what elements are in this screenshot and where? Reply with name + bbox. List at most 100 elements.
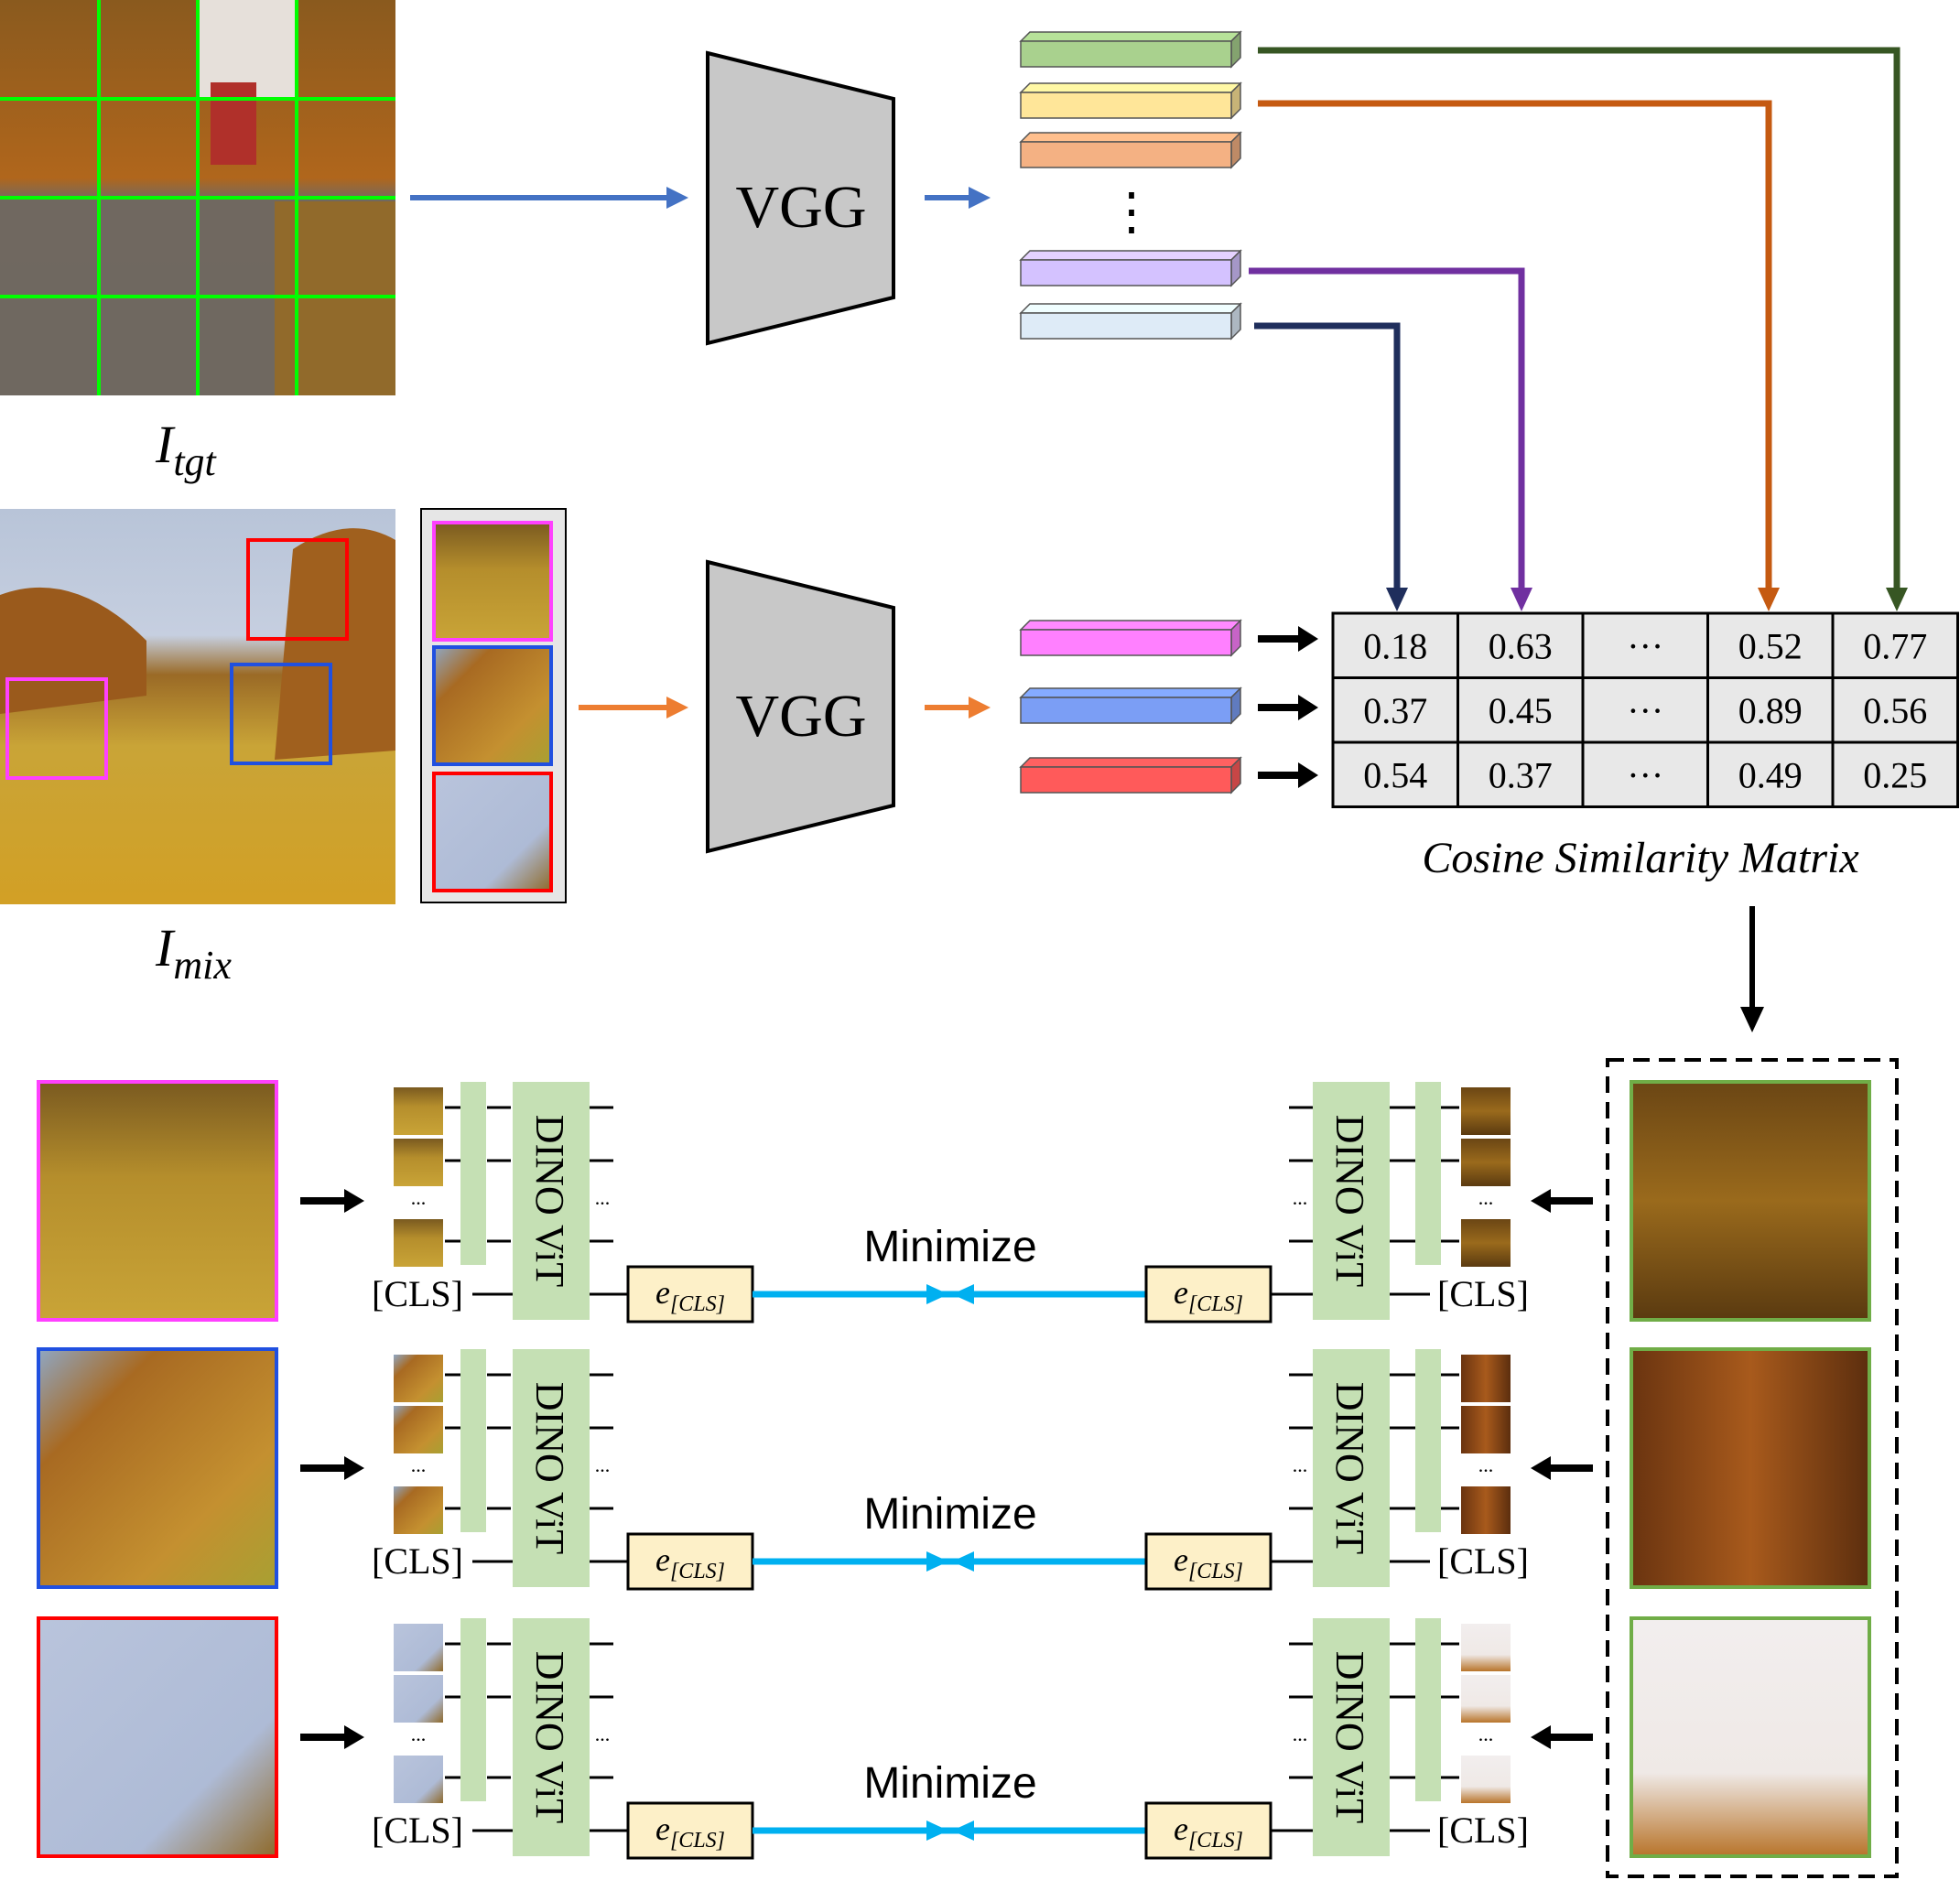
- matrix-cell: [1831, 676, 1959, 744]
- source-patch: [37, 1616, 278, 1858]
- grid-overlay: [0, 0, 395, 395]
- token-patch: [1461, 1624, 1511, 1671]
- dino-vit-label: DINO ViT: [527, 1115, 572, 1288]
- vgg-top-to-features-arrow: [925, 187, 991, 209]
- matrix-cell-value: 0.18: [1363, 625, 1427, 666]
- token-patch: [394, 1087, 443, 1135]
- target-image-label: Itgt: [155, 415, 218, 484]
- source-to-tokens-arrowhead: [344, 1725, 364, 1749]
- output-ellipsis: ...: [595, 1723, 611, 1745]
- patch-box-red: [246, 538, 349, 641]
- mix-feature-bars: [1019, 619, 1242, 794]
- minimize-label: Minimize: [863, 1759, 1036, 1808]
- target-to-tokens-arrow: [1547, 1197, 1593, 1205]
- matrix-cell-value: 0.89: [1738, 690, 1803, 731]
- matrix-cell: [1706, 676, 1835, 744]
- vgg-bottom-label: VGG: [736, 683, 867, 750]
- token-patch: [394, 1355, 443, 1402]
- dino-comparison-rows: ... DINO ViT... [CLS] e[CLS] Minimize e[CLS] D…: [37, 1080, 1871, 1860]
- matrix-to-patches-arrow: [1740, 906, 1764, 1032]
- selected-target-patch: [1630, 1080, 1871, 1322]
- patch-box-blue: [230, 663, 332, 765]
- target-to-tokens-arrow: [1547, 1464, 1593, 1472]
- vgg-bottom-to-features-arrow: [925, 697, 991, 719]
- mix-to-vgg-arrow: [579, 697, 688, 719]
- cls-token-label-source: [CLS]: [372, 1810, 463, 1851]
- token-ellipsis: ...: [411, 1453, 427, 1476]
- minimize-arrowhead-right: [952, 1284, 974, 1304]
- mix-feature-bar: [1019, 686, 1242, 725]
- source-to-tokens-arrowhead: [344, 1456, 364, 1480]
- source-to-tokens-arrow: [300, 1197, 348, 1205]
- dino-vit-label: DINO ViT: [527, 1651, 572, 1824]
- dino-vit-label: DINO ViT: [527, 1382, 572, 1555]
- source-patch: [37, 1347, 278, 1589]
- mix-feature-bar: [1019, 619, 1242, 657]
- patch-embedding-column: [1415, 1082, 1441, 1265]
- comparison-row: ...DINO ViT...[CLS]e[CLS]Minimizee[CLS]D…: [37, 1616, 1871, 1860]
- dino-vit-label: DINO ViT: [1327, 1115, 1372, 1288]
- comparison-row: ...DINO ViT...[CLS]e[CLS]Minimizee[CLS]D…: [37, 1080, 1871, 1324]
- mix-image: [0, 509, 395, 904]
- cls-token-label-target: [CLS]: [1437, 1540, 1529, 1582]
- cls-embedding-target: [1144, 1532, 1272, 1591]
- cls-token-label-source: [CLS]: [372, 1273, 463, 1314]
- navy-route: [1254, 322, 1401, 590]
- green-route: [1258, 47, 1900, 590]
- token-patch: [1461, 1087, 1511, 1135]
- selected-target-patches-box: [1606, 1058, 1899, 1878]
- token-patch: [394, 1219, 443, 1267]
- mix-feature-bar: [1019, 756, 1242, 794]
- source-to-tokens-arrowhead: [344, 1189, 364, 1213]
- matrix-cell-value: 0.56: [1863, 690, 1927, 731]
- selected-target-patch: [1630, 1347, 1871, 1589]
- matrix-cell: [1581, 740, 1709, 808]
- matrix-cell-value: 0.37: [1363, 690, 1427, 731]
- matrix-cell: [1831, 611, 1959, 679]
- matrix-cell: [1706, 740, 1835, 808]
- token-patch: [1461, 1486, 1511, 1534]
- matrix-cell: [1706, 611, 1835, 679]
- target-to-tokens-arrowhead: [1531, 1456, 1551, 1480]
- minimize-arrowhead-left: [926, 1551, 948, 1572]
- cls-embedding-label: e[CLS]: [1174, 1541, 1243, 1583]
- matrix-cell-value: 0.52: [1738, 625, 1803, 666]
- dino-vit-block-source: [513, 1618, 590, 1856]
- patch-embedding-column: [460, 1082, 486, 1265]
- minimize-arrowhead-right: [952, 1551, 974, 1572]
- patch-stack: [420, 508, 567, 903]
- target-feature-bars: [1019, 30, 1242, 340]
- matrix-cell-value: 0.77: [1863, 625, 1927, 666]
- output-ellipsis: ...: [1293, 1723, 1308, 1745]
- minimize-arrowhead-right: [952, 1821, 974, 1841]
- mix-bars-to-matrix-arrows: [1258, 626, 1318, 788]
- token-patch: [394, 1675, 443, 1723]
- target-to-vgg-arrow: [410, 187, 688, 209]
- cls-embedding-source: [626, 1265, 754, 1324]
- token-patch: [394, 1624, 443, 1671]
- token-ellipsis: ...: [1478, 1453, 1494, 1476]
- target-image: [0, 0, 395, 395]
- dino-vit-block-target: [1313, 1618, 1390, 1856]
- matrix-caption: Cosine Similarity Matrix: [1422, 834, 1858, 882]
- mix-image-label: Imix: [155, 918, 232, 988]
- purple-route: [1249, 267, 1525, 590]
- target-feature-bar: [1019, 249, 1242, 287]
- comparison-row: ...DINO ViT...[CLS]e[CLS]Minimizee[CLS]D…: [37, 1347, 1871, 1591]
- matrix-cell-value: 0.49: [1738, 754, 1803, 795]
- target-feature-bar: [1019, 81, 1242, 120]
- minimize-arrowhead-left: [926, 1821, 948, 1841]
- matrix-cell: [1331, 740, 1459, 808]
- dino-vit-block-source: [513, 1349, 590, 1587]
- cls-embedding-source: [626, 1801, 754, 1860]
- token-ellipsis: ...: [1478, 1723, 1494, 1745]
- cls-embedding-label: e[CLS]: [655, 1274, 725, 1316]
- matrix-cell: [1831, 740, 1959, 808]
- orange-route: [1258, 100, 1772, 590]
- target-feature-bar: [1019, 131, 1242, 169]
- token-patch: [1461, 1756, 1511, 1803]
- matrix-cell: [1581, 676, 1709, 744]
- matrix-cell-value: ···: [1627, 754, 1663, 795]
- minimize-arrowhead-left: [926, 1284, 948, 1304]
